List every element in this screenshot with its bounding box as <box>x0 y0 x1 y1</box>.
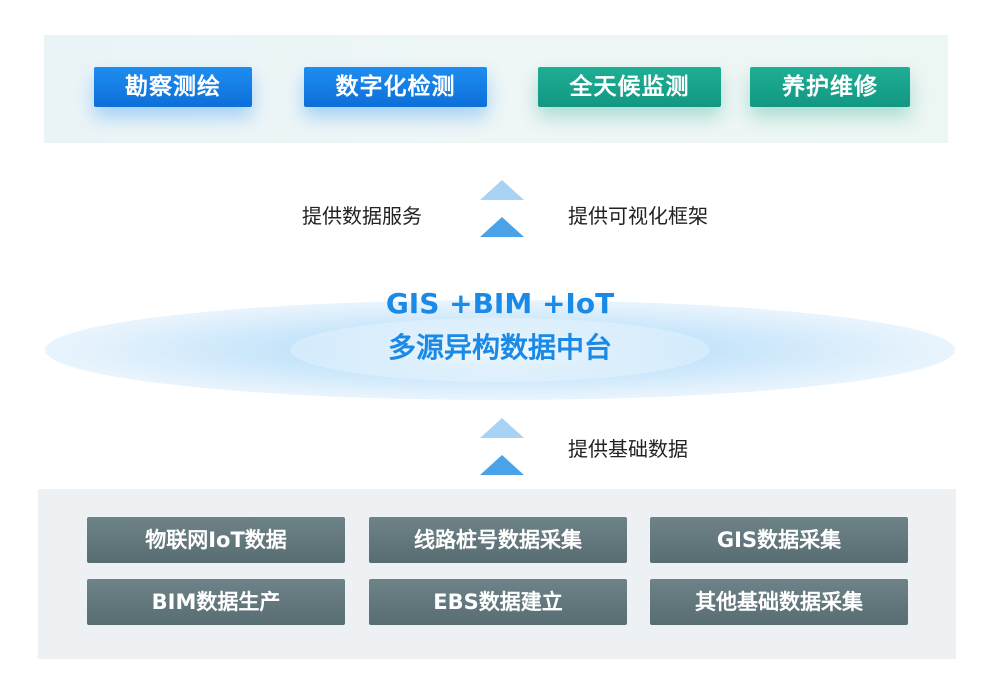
hub-glow-core <box>290 318 710 382</box>
up-arrow-icon <box>480 180 524 200</box>
hub-title-platform: 多源异构数据中台 <box>387 331 612 364</box>
data-source-bim: BIM数据生产 <box>87 579 345 625</box>
data-source-gis: GIS数据采集 <box>650 517 908 563</box>
up-arrow-icon <box>480 418 524 438</box>
app-all-weather-monitoring: 全天候监测 <box>538 67 721 107</box>
hub-title-tech: GIS +BIM +IoT <box>385 287 615 320</box>
up-arrow-icon <box>480 217 524 237</box>
app-maintenance-repair: 养护维修 <box>750 67 910 107</box>
data-source-other: 其他基础数据采集 <box>650 579 908 625</box>
label-basic-data: 提供基础数据 <box>568 437 688 461</box>
app-survey-mapping: 勘察测绘 <box>94 67 252 107</box>
app-digital-detection: 数字化检测 <box>304 67 487 107</box>
data-source-route-station: 线路桩号数据采集 <box>369 517 627 563</box>
data-source-ebs: EBS数据建立 <box>369 579 627 625</box>
up-arrow-icon <box>480 455 524 475</box>
label-data-service: 提供数据服务 <box>302 204 422 228</box>
data-source-iot: 物联网IoT数据 <box>87 517 345 563</box>
application-layer: 勘察测绘 数字化检测 全天候监测 养护维修 <box>44 35 948 143</box>
label-visual-framework: 提供可视化框架 <box>568 204 708 228</box>
data-source-layer: 物联网IoT数据 线路桩号数据采集 GIS数据采集 BIM数据生产 EBS数据建… <box>38 489 956 659</box>
